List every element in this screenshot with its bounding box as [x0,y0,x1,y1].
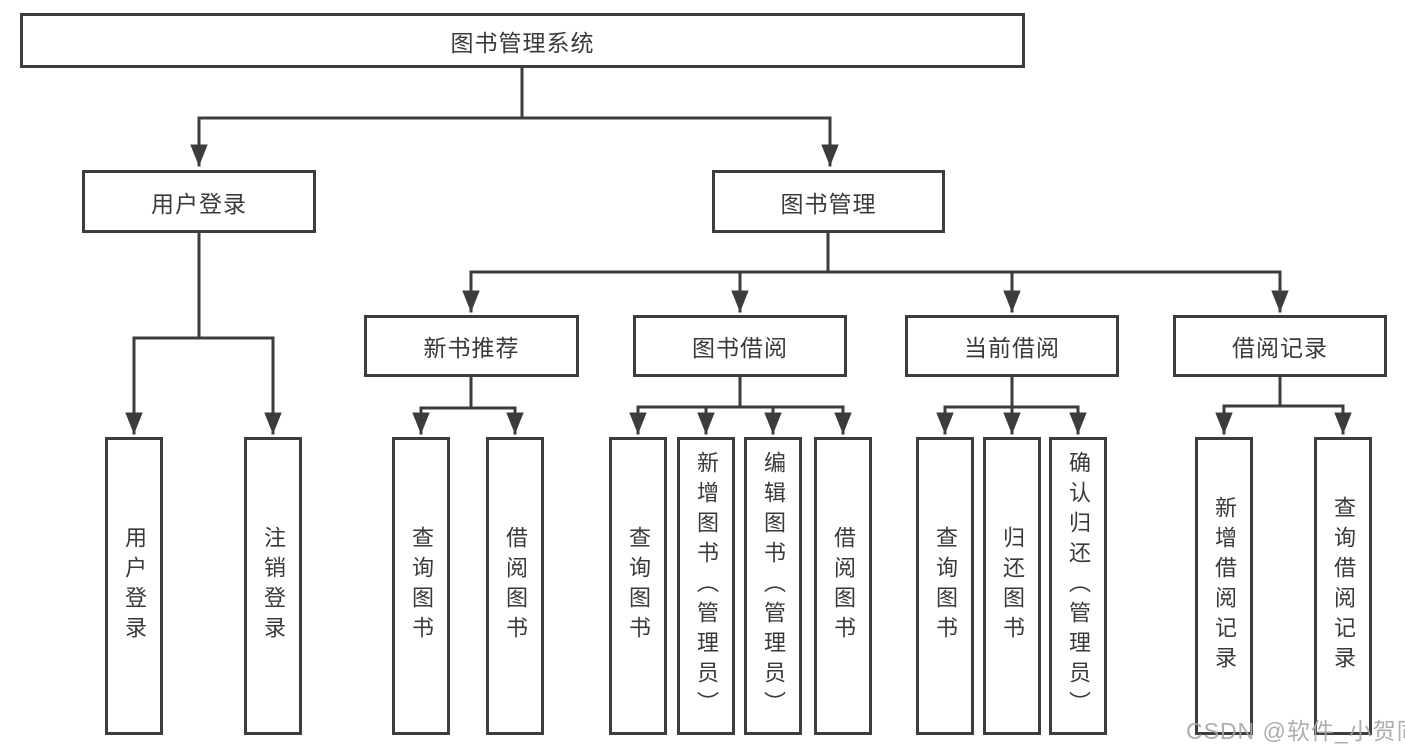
leaf-add-borrow-record: 新增借阅记录 [1195,437,1253,735]
node-label: 图书借阅 [692,335,788,361]
node-label: 当前借阅 [964,335,1060,361]
leaf-borrow-books-borrow: 借阅图书 [814,437,872,735]
node-book-borrowing: 图书借阅 [633,315,847,377]
leaf-query-books-newbooks: 查询图书 [392,437,450,735]
leaf-label: 新增借阅记录 [1212,496,1237,676]
node-label: 图书管理系统 [450,29,595,56]
leaf-borrow-books-newbooks: 借阅图书 [486,437,544,735]
node-label: 借阅记录 [1232,335,1328,361]
node-current-borrowing: 当前借阅 [905,315,1119,377]
node-label: 图书管理 [780,190,877,217]
leaf-label: 注销登录 [261,526,286,646]
leaf-label: 查询图书 [626,526,651,646]
leaf-label: 新增图书（管理员） [694,451,719,721]
leaf-confirm-return-admin: 确认归还（管理员） [1049,437,1107,735]
leaf-label: 编辑图书（管理员） [761,451,786,721]
leaf-label: 查询图书 [933,526,958,646]
csdn-watermark: CSDN @软件_小贺同学 [1186,718,1405,744]
leaf-label: 用户登录 [122,526,147,646]
leaf-label: 查询借阅记录 [1331,496,1356,676]
leaf-query-borrow-record: 查询借阅记录 [1314,437,1372,735]
node-book-management: 图书管理 [712,170,945,233]
leaf-label: 归还图书 [1000,526,1025,646]
node-label: 新书推荐 [423,335,520,361]
node-library-management-system: 图书管理系统 [20,13,1025,68]
leaf-label: 查询图书 [409,526,434,646]
leaf-logout: 注销登录 [244,437,302,735]
leaf-label: 确认归还（管理员） [1066,451,1091,721]
leaf-return-books: 归还图书 [983,437,1041,735]
leaf-user-login: 用户登录 [105,437,163,735]
leaf-label: 借阅图书 [831,526,856,646]
leaf-label: 借阅图书 [503,526,528,646]
leaf-query-books-borrow: 查询图书 [609,437,667,735]
node-new-book-recommendation: 新书推荐 [364,315,579,377]
node-borrowing-records: 借阅记录 [1173,315,1387,377]
leaf-query-books-current: 查询图书 [916,437,974,735]
leaf-edit-books-admin: 编辑图书（管理员） [744,437,802,735]
leaf-add-books-admin: 新增图书（管理员） [677,437,735,735]
node-label: 用户登录 [151,190,247,217]
node-user-login: 用户登录 [82,170,316,233]
